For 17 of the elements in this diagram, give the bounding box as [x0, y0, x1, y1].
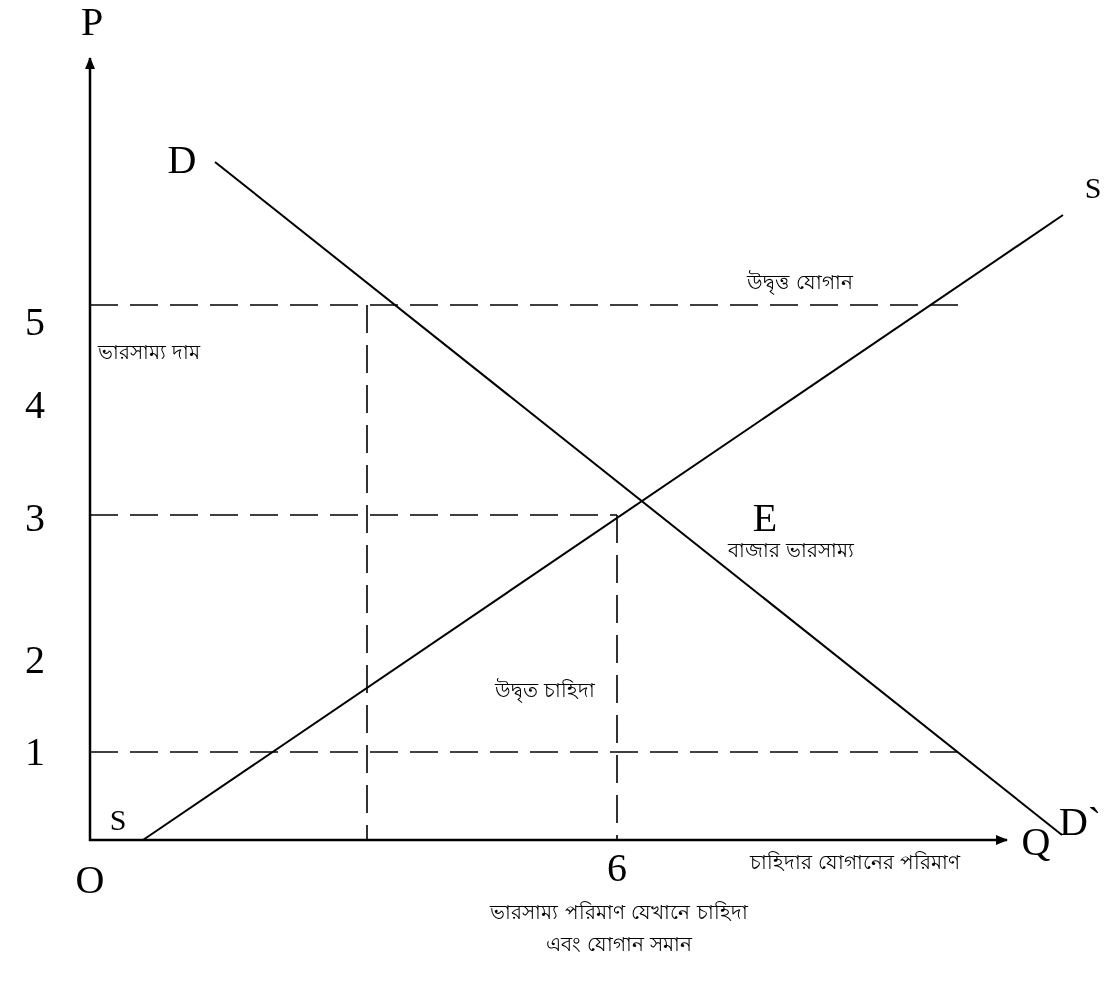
- tick-label: 3: [25, 494, 45, 542]
- axis-note: ভারসাম্য পরিমাণ যেখানে চাহিদা এবং যোগান সমান: [488, 899, 749, 958]
- region-label: উদ্বৃত চাহিদা: [492, 678, 598, 702]
- tick-label: 5: [25, 298, 45, 346]
- tick-label: 4: [25, 381, 45, 429]
- region-label: উদ্বৃত্ত যোগান: [745, 270, 855, 294]
- tick-label: 6: [607, 844, 627, 892]
- curve-label: S: [109, 802, 127, 838]
- origin-label: O: [75, 856, 105, 904]
- curve-label: S: [1084, 170, 1102, 206]
- axis-title: চাহিদার যোগানের পরিমাণ: [747, 850, 963, 874]
- curve-label: D: [167, 136, 197, 184]
- tick-label: 2: [25, 636, 45, 684]
- axis-label: P: [80, 0, 104, 46]
- curve-label: D`: [1058, 798, 1102, 846]
- axis-label: Q: [1021, 818, 1051, 866]
- tick-label: 1: [25, 728, 45, 776]
